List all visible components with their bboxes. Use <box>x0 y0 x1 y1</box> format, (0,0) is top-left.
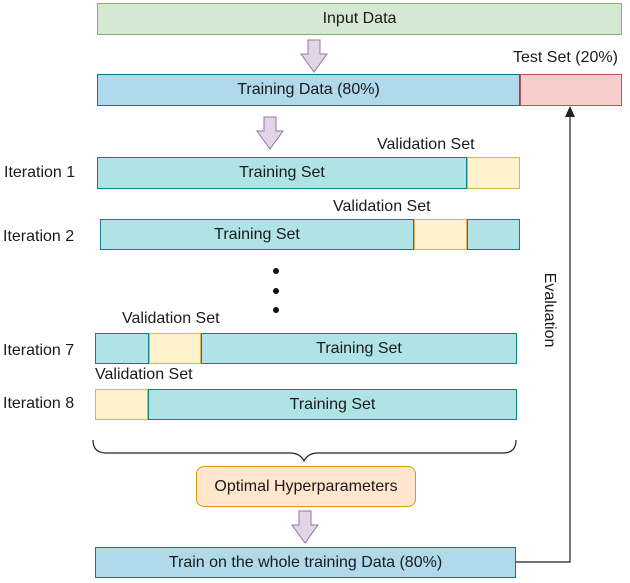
training-data-box: Training Data (80%) <box>97 74 520 106</box>
evaluation-label: Evaluation <box>541 272 558 348</box>
iteration-8-validation-set <box>95 389 148 420</box>
iteration-7-label: Iteration 7 <box>3 342 75 359</box>
down-arrow-icon <box>256 116 284 150</box>
iteration-1-validation-set <box>467 157 520 189</box>
down-arrow-icon <box>291 510 319 544</box>
iteration-1-training-set: Training Set <box>97 157 467 189</box>
iteration-2-label: Iteration 2 <box>3 228 75 245</box>
iteration-1-validation-label: Validation Set <box>377 136 475 153</box>
iteration-8-training-set: Training Set <box>148 389 517 420</box>
test-set-label: Test Set (20%) <box>513 49 618 66</box>
evaluation-arrowhead-icon <box>565 106 575 117</box>
brace-icon <box>92 439 517 463</box>
optimal-hyperparameters-box: Optimal Hyperparameters <box>196 466 416 507</box>
iteration-7-validation-set <box>149 333 201 364</box>
iteration-2-training-set-tail <box>467 219 520 250</box>
iteration-7-training-set-head <box>95 333 149 364</box>
iteration-7-validation-label: Validation Set <box>122 310 220 327</box>
evaluation-line <box>516 115 571 563</box>
iteration-2-validation-label: Validation Set <box>333 198 431 215</box>
iteration-2-validation-set <box>414 219 467 250</box>
iteration-1-label: Iteration 1 <box>4 164 76 181</box>
ellipsis-dot <box>273 288 279 294</box>
input-data-box: Input Data <box>97 3 622 35</box>
iteration-2-training-set: Training Set <box>100 219 414 250</box>
iteration-8-label: Iteration 8 <box>3 395 75 412</box>
iteration-7-training-set: Training Set <box>201 333 517 364</box>
down-arrow-icon <box>300 39 328 73</box>
test-set-box <box>520 74 622 106</box>
ellipsis-dot <box>273 268 279 274</box>
iteration-8-validation-label: Validation Set <box>95 366 193 383</box>
final-training-box: Train on the whole training Data (80%) <box>95 547 516 578</box>
ellipsis-dot <box>273 307 279 313</box>
